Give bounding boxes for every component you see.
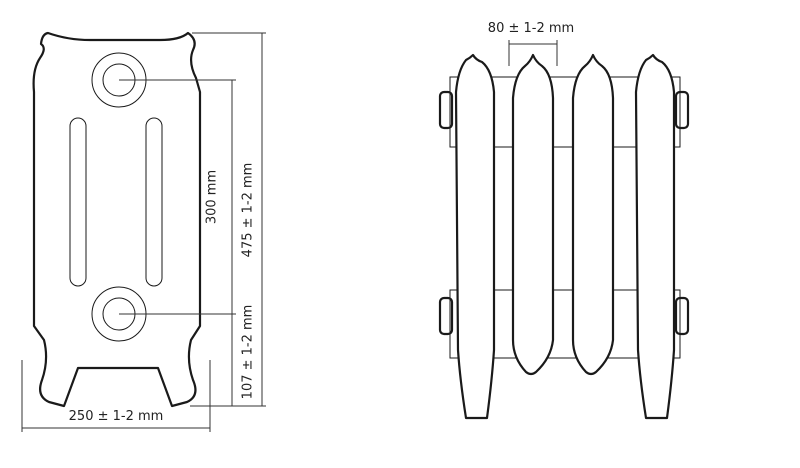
right-slot (145, 117, 163, 287)
dim-foot-label: 107 ± 1-2 mm (241, 305, 256, 400)
left-slot (69, 117, 87, 287)
end-cap-top-right (674, 90, 690, 130)
front-view: 300 mm 475 ± 1-2 mm 107 ± 1-2 mm 250 ± 1… (21, 31, 266, 432)
radiator-section-outline (32, 31, 202, 408)
top-nipple-band (449, 76, 681, 148)
dim-height-label: 475 ± 1-2 mm (241, 163, 256, 258)
end-cap-bottom-right (674, 296, 690, 336)
end-cap-top-left (438, 90, 454, 130)
section-1 (454, 53, 496, 420)
side-view: 80 ± 1-2 mm (438, 21, 690, 420)
dim-pitch-label: 80 ± 1-2 mm (488, 21, 574, 36)
dim-width-label: 250 ± 1-2 mm (69, 409, 164, 424)
end-cap-bottom-left (438, 296, 454, 336)
section-2 (511, 53, 555, 376)
dim-axis-label: 300 mm (205, 170, 220, 224)
section-3 (571, 53, 615, 376)
section-4 (634, 53, 676, 420)
bottom-nipple-band (449, 289, 681, 359)
